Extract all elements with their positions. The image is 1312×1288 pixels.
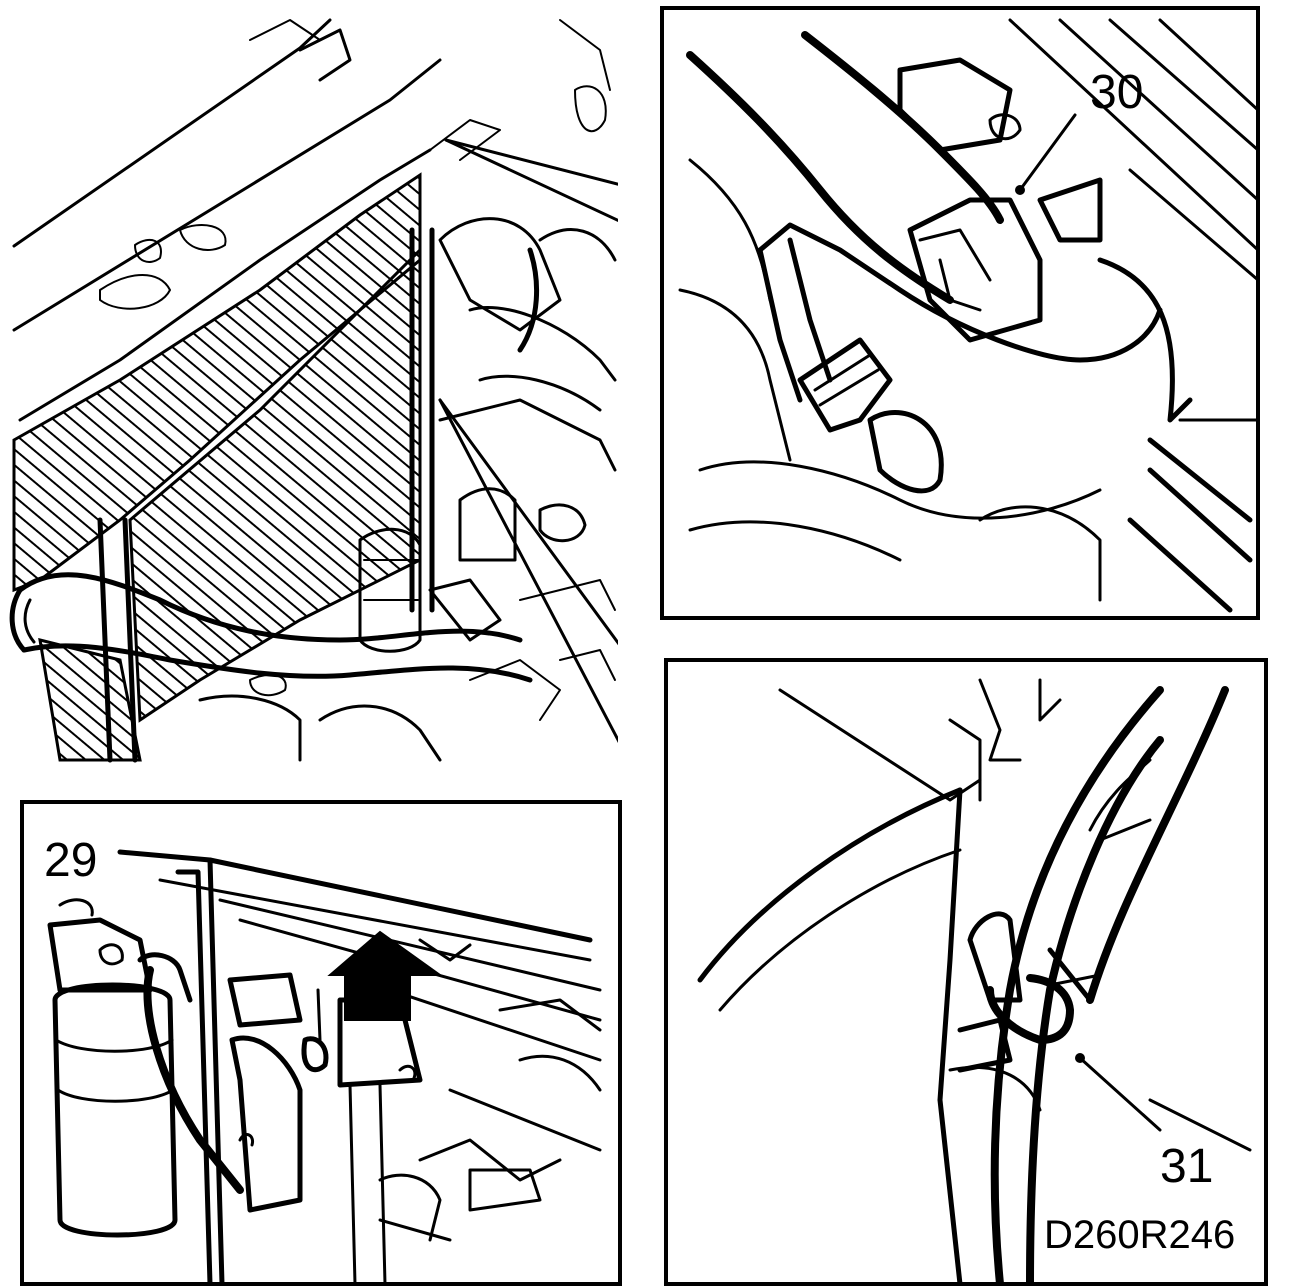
detail-leader-lines: [438, 138, 618, 744]
panel-31-frame: [664, 658, 1268, 1286]
engine-components: [198, 217, 617, 762]
direction-arrow-icon: [327, 930, 444, 1021]
radiator-hose: [9, 572, 533, 683]
callout-31-dot: [1075, 1053, 1085, 1063]
detail-panel-30: 30: [660, 6, 1260, 620]
figure-code: D260R246: [1044, 1213, 1235, 1257]
main-engine-view: [9, 18, 618, 763]
hood-outline: [12, 18, 611, 422]
detail-panel-31: 31 D260R246: [664, 658, 1268, 1286]
callout-30-label: 30: [1090, 66, 1143, 119]
detail-panel-29: 29: [20, 800, 622, 1286]
panel-30-frame: [660, 6, 1260, 620]
callout-31-label: 31: [1160, 1140, 1213, 1193]
callout-29-label: 29: [44, 834, 97, 887]
callout-30-dot: [1015, 185, 1025, 195]
